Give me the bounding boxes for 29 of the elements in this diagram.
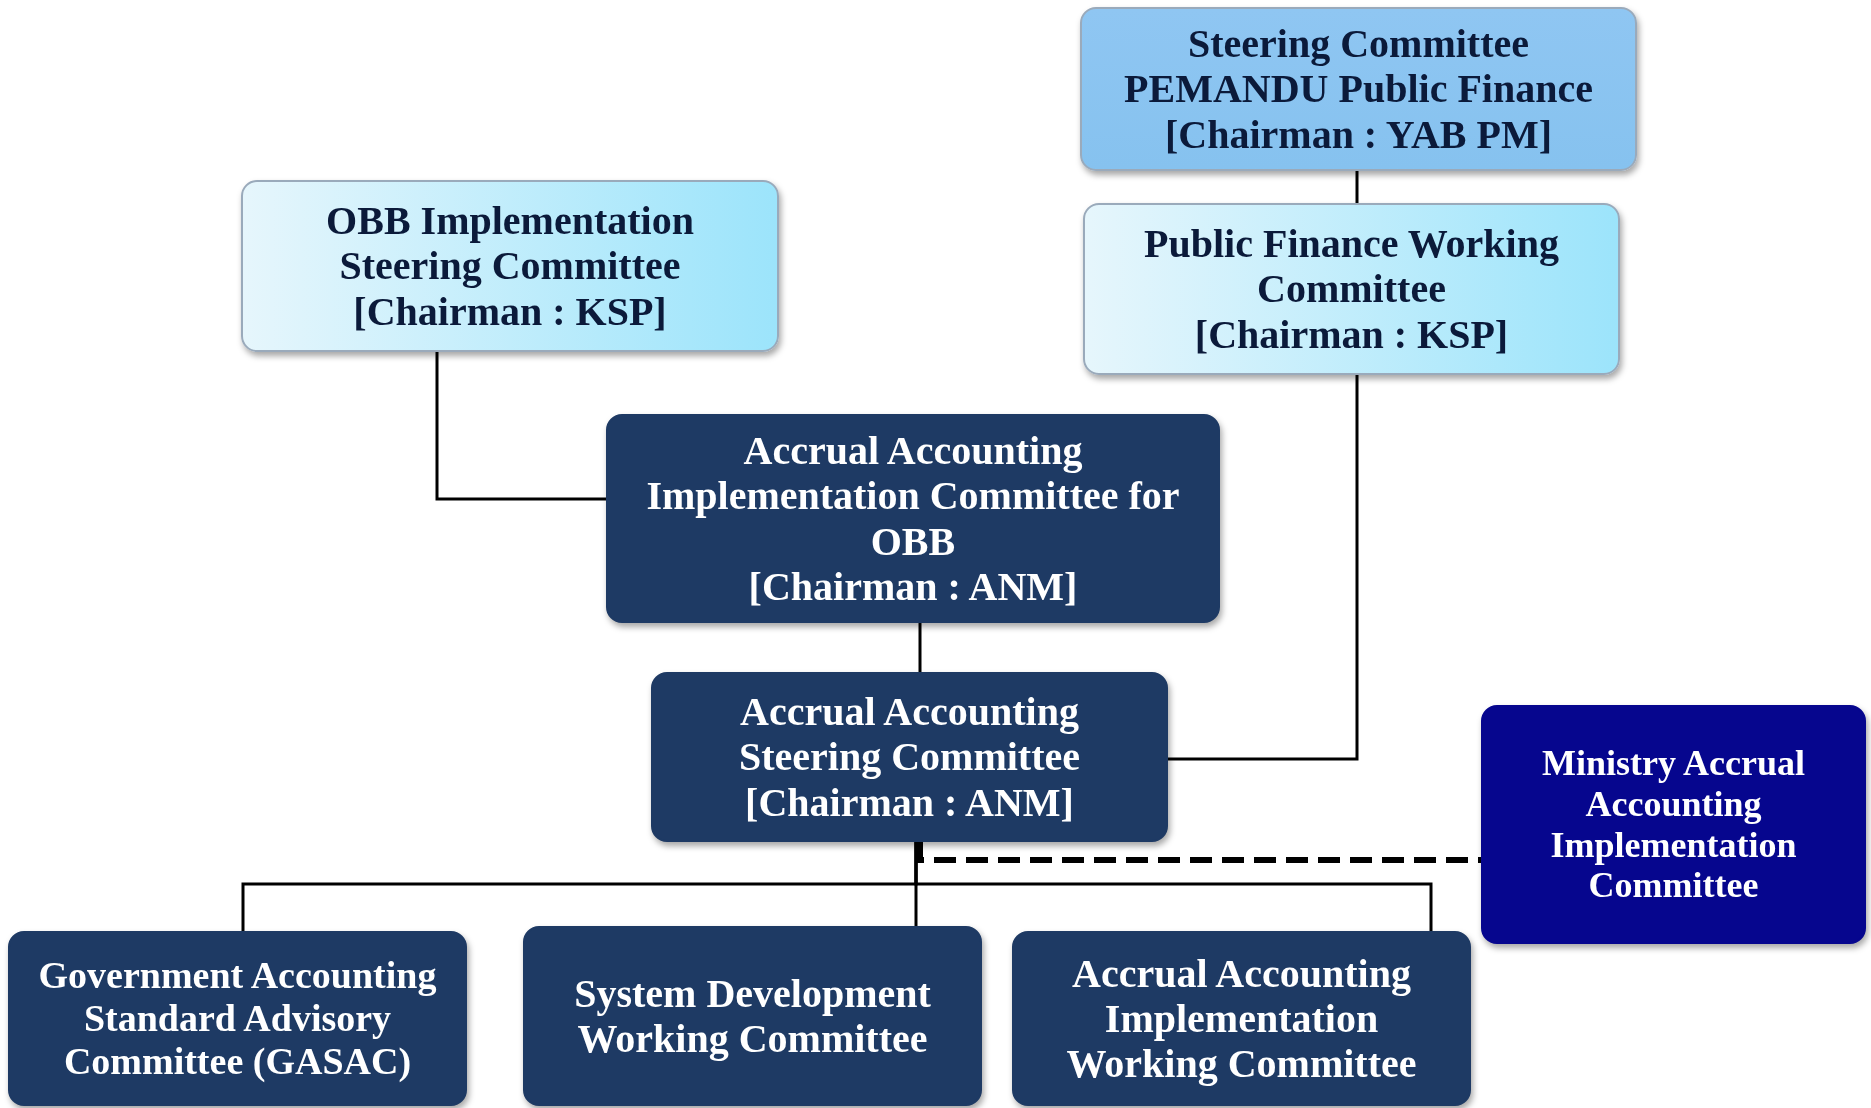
connector-line (918, 623, 922, 672)
committee-name: System Development Working Committee (573, 970, 932, 1062)
chairman-label: [Chairman : KSP] (1194, 311, 1509, 357)
committee-box (1080, 7, 1637, 171)
committee-box (8, 931, 467, 1106)
chairman-label: [Chairman : ANM] (745, 779, 1074, 825)
chairman-label: [Chairman : KSP] (353, 288, 667, 334)
connector-line (435, 352, 606, 501)
committee-box (651, 672, 1168, 842)
committee-name: OBB Implementation Steering Committee (325, 198, 695, 289)
committee-name: Public Finance Working Committee (1143, 221, 1560, 312)
chairman-label: [Chairman : ANM] (748, 563, 1078, 609)
committee-name: Accrual Accounting Steering Committee (738, 689, 1081, 780)
connector-line (914, 842, 1433, 931)
committee-name: Accrual Accounting Implementation Committee for OBB (645, 428, 1181, 564)
committee-box (1481, 705, 1866, 944)
committee-box (1083, 203, 1620, 375)
connector-line (1355, 171, 1359, 203)
committee-name: Steering Committee PEMANDU Public Finance (1123, 21, 1594, 112)
committee-name: Government Accounting Standard Advisory Committee (GASAC) (37, 954, 438, 1083)
dashed-connector (917, 842, 1481, 863)
connector-line (1168, 375, 1359, 761)
committee-box (606, 414, 1220, 623)
committee-box (241, 180, 779, 352)
committee-box (1012, 931, 1471, 1106)
chairman-label: [Chairman : YAB PM] (1165, 111, 1552, 157)
committee-name: Ministry Accrual Accounting Implementation Committee (1541, 743, 1806, 906)
committee-box (523, 926, 982, 1106)
committee-name: Accrual Accounting Implementation Working Committee (1065, 950, 1418, 1087)
